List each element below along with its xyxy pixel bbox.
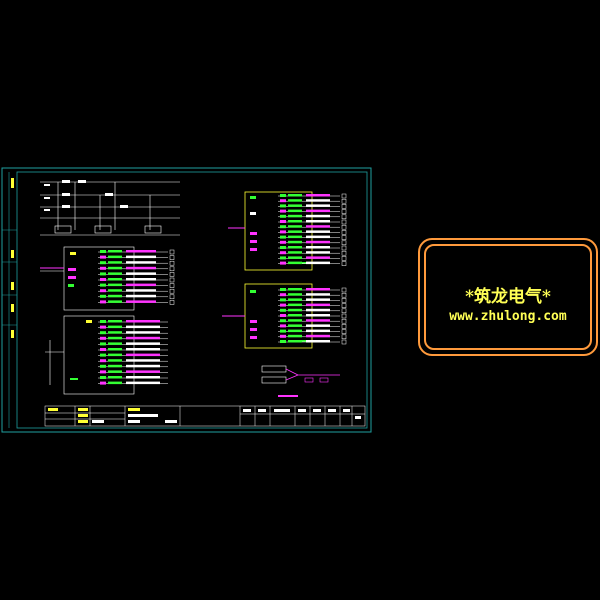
circuit-row (98, 294, 175, 300)
circuit-row (98, 255, 175, 260)
circuit-row (98, 325, 168, 329)
circuit-row (278, 219, 347, 225)
watermark-url: www.zhulong.com (449, 309, 567, 324)
watermark-title: *筑龙电气* (465, 287, 551, 307)
circuit-row (278, 209, 347, 214)
circuit-row (278, 235, 347, 240)
circuit-row (278, 245, 347, 251)
circuit-row (98, 370, 168, 374)
circuit-row (98, 336, 168, 340)
watermark-box: *筑龙电气* www.zhulong.com (418, 238, 598, 356)
circuit-row (98, 381, 168, 385)
panel-a-circuits (278, 193, 347, 266)
circuit-row (98, 283, 175, 288)
circuit-row (98, 348, 168, 351)
circuit-row (278, 230, 347, 235)
circuit-row (278, 256, 347, 261)
circuit-row (98, 272, 175, 277)
title-block (44, 405, 366, 427)
circuit-row (278, 308, 347, 314)
circuit-row (278, 214, 347, 220)
panel-2-circuits (98, 320, 168, 385)
bus-labels (44, 180, 128, 211)
circuit-row (278, 204, 347, 209)
circuit-row (278, 318, 347, 324)
circuit-row (98, 320, 168, 323)
circuit-row (278, 193, 347, 199)
drawing-frame-inner (16, 171, 368, 429)
circuit-row (278, 250, 347, 256)
detail-sketch (261, 365, 340, 397)
circuit-row (278, 224, 347, 230)
circuit-row (98, 359, 168, 363)
circuit-row (278, 287, 347, 293)
circuit-row (98, 353, 168, 357)
circuit-row (98, 266, 175, 272)
circuit-row (98, 249, 175, 255)
circuit-row (278, 334, 347, 340)
title-block-text (48, 408, 361, 423)
circuit-row (278, 198, 347, 204)
circuit-row (278, 261, 347, 266)
circuit-row (98, 342, 168, 346)
bus-diagram (40, 181, 180, 236)
panel-b-circuits (278, 287, 347, 345)
circuit-row (278, 339, 347, 345)
drawing-frame-outer (1, 167, 372, 433)
circuit-row (278, 298, 347, 303)
circuit-row (278, 313, 347, 319)
circuit-row (278, 240, 347, 246)
circuit-row (278, 303, 347, 308)
circuit-row (98, 364, 168, 368)
circuit-row (278, 324, 347, 329)
circuit-row (98, 300, 175, 305)
circuit-row (278, 329, 347, 334)
margin-strip (2, 172, 17, 428)
panel-1-circuits (98, 249, 175, 305)
circuit-row (98, 376, 168, 379)
circuit-row (98, 288, 175, 294)
circuit-row (98, 260, 175, 266)
circuit-row (98, 331, 168, 335)
circuit-row (98, 277, 175, 283)
circuit-row (278, 292, 347, 298)
